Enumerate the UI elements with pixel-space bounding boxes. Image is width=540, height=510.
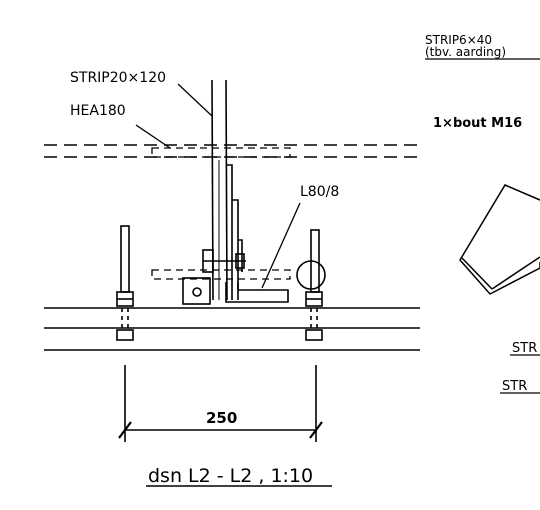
strip-plate-2 — [232, 199, 239, 300]
strip-plate-1 — [226, 164, 233, 300]
anchor-bolt-left-lower-nut — [116, 329, 134, 341]
strip-vertical-right — [225, 79, 228, 301]
label-str-2: STR — [502, 379, 527, 394]
anchor-bolt-right-lower-nut — [305, 329, 323, 341]
label-bolt-note: 1×bout M16 — [433, 116, 522, 131]
strip-bolt-nut — [235, 253, 245, 269]
leader-l80-8 — [261, 202, 301, 289]
angle-l80-8 — [225, 282, 289, 303]
dimension-tick-right — [309, 421, 323, 439]
small-plate — [182, 277, 211, 305]
label-dimension-250: 250 — [206, 409, 237, 427]
label-l80-8: L80/8 — [300, 184, 339, 200]
section-title: dsn L2 - L2 , 1:10 — [148, 465, 313, 487]
label-str-1: STR — [512, 341, 537, 356]
partial-detail — [425, 58, 540, 394]
section-detail — [44, 79, 420, 487]
bracket-inner-1 — [461, 257, 493, 290]
label-strip-6x40-note: (tbv. aarding) — [425, 45, 506, 59]
hidden-plate-top — [151, 147, 291, 158]
dimension-tick-left — [118, 421, 132, 439]
bracket-outline — [459, 184, 540, 295]
anchor-bolt-left-rod — [120, 225, 130, 293]
leader-strip-20x120 — [177, 83, 213, 117]
small-plate-hole — [192, 287, 202, 297]
leader-hea180 — [135, 124, 171, 149]
anchor-bolt-right-ring — [296, 260, 326, 290]
label-hea180: HEA180 — [70, 103, 126, 119]
hidden-plate-lower — [151, 269, 291, 280]
bracket-inner-2 — [491, 256, 540, 290]
label-strip-6x40: STRIP6×40 — [425, 33, 492, 47]
label-strip-20x120: STRIP20×120 — [70, 70, 166, 86]
